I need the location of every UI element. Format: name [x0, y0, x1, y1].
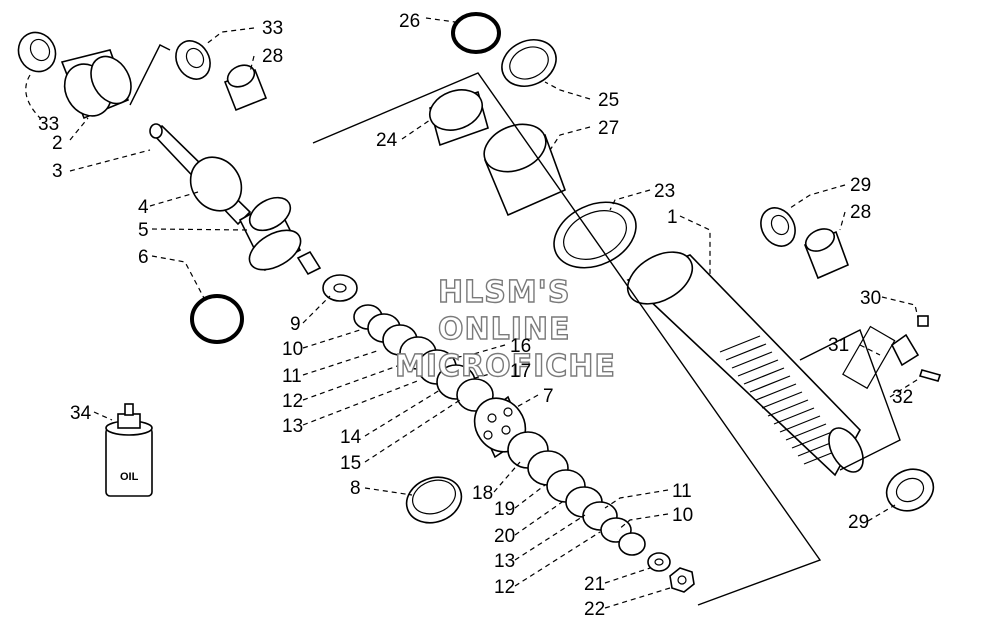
part-4-bumper [189, 156, 243, 212]
callout-label: 33 [38, 114, 59, 135]
callout-label: 19 [494, 499, 515, 520]
threaded-stud [296, 250, 322, 276]
reservoir-bracket [799, 329, 901, 471]
part-1-body [626, 251, 864, 477]
callout-label: 5 [138, 220, 149, 241]
callout-label: 10 [282, 339, 303, 360]
callout-label: 34 [70, 403, 92, 424]
callout-label: 28 [262, 46, 283, 67]
callout-label: 28 [850, 202, 871, 223]
callout-label: 29 [850, 175, 871, 196]
callout-label: 31 [828, 335, 849, 356]
washer-stack-lower [507, 431, 646, 556]
part-6-o-ring [190, 294, 244, 344]
oil-label: OIL [120, 471, 139, 483]
part-34-oil-bottle: OIL [105, 403, 153, 497]
part-25-ring [501, 39, 557, 87]
callout-label: 3 [52, 161, 63, 182]
callout-label: 26 [399, 11, 420, 32]
callout-label: 12 [282, 391, 303, 412]
callout-label: 18 [472, 483, 493, 504]
watermark-line-3: MICROFICHE [395, 349, 616, 384]
callout-label: 16 [510, 336, 531, 357]
callout-label: 1 [667, 207, 678, 228]
callout-label: 11 [282, 366, 302, 387]
leader-lines [25, 17, 921, 609]
watermark-line-2: ONLINE [438, 312, 571, 347]
callout-label: 32 [892, 387, 913, 408]
part-32-valve-core [918, 369, 942, 382]
callout-label: 30 [860, 288, 881, 309]
callout-labels: 33 28 26 2 33 3 24 25 27 4 5 6 23 1 29 2… [38, 11, 913, 620]
part-33-bushing-left [17, 31, 57, 73]
part-5-cap [238, 196, 302, 272]
callout-label: 25 [598, 90, 619, 111]
part-27-cap [483, 123, 567, 217]
callout-label: 8 [350, 478, 361, 499]
callout-label: 15 [340, 453, 361, 474]
part-28-sleeve-right [803, 228, 850, 280]
callout-label: 14 [340, 427, 362, 448]
callout-label: 13 [282, 416, 303, 437]
callout-label: 20 [494, 526, 515, 547]
part-26-o-ring [451, 12, 501, 54]
watermark: HLSM'S ONLINE MICROFICHE [394, 274, 616, 384]
part-2-eye-mount [60, 49, 132, 120]
callout-label: 22 [584, 599, 605, 620]
part-9-washer [322, 274, 358, 302]
part-24-reservoir-piston [429, 89, 489, 147]
callout-label: 6 [138, 247, 149, 268]
part-33-bushing-top [175, 40, 211, 80]
callout-label: 21 [584, 574, 605, 595]
part-21-washer [647, 552, 671, 572]
callout-label: 13 [494, 551, 515, 572]
callout-label: 23 [654, 181, 675, 202]
callout-label: 4 [138, 197, 149, 218]
part-23-seal [553, 201, 637, 269]
part-31-valve [890, 333, 920, 367]
valve-detail-box [842, 325, 896, 390]
callout-label: 10 [672, 505, 693, 526]
callout-label: 9 [290, 314, 301, 335]
part-28-sleeve-top [223, 64, 268, 112]
callout-label: 33 [262, 18, 283, 39]
part-22-nut [669, 567, 695, 593]
part-30-cap [917, 315, 929, 327]
callout-label: 12 [494, 577, 515, 598]
callout-label: 7 [543, 386, 554, 407]
callout-label: 17 [510, 361, 531, 382]
callout-label: 24 [376, 130, 398, 151]
part-29-bushing-right-bottom [885, 468, 935, 512]
piston-assembly-bracket [312, 72, 822, 606]
callout-label: 27 [598, 118, 619, 139]
callout-label: 11 [672, 481, 692, 502]
part-29-bushing-right-top [760, 207, 796, 247]
callout-label: 29 [848, 512, 869, 533]
watermark-line-1: HLSM'S [438, 275, 570, 310]
callout-label: 2 [52, 133, 63, 154]
part-8-band [405, 476, 463, 524]
eye-bracket [129, 44, 171, 106]
